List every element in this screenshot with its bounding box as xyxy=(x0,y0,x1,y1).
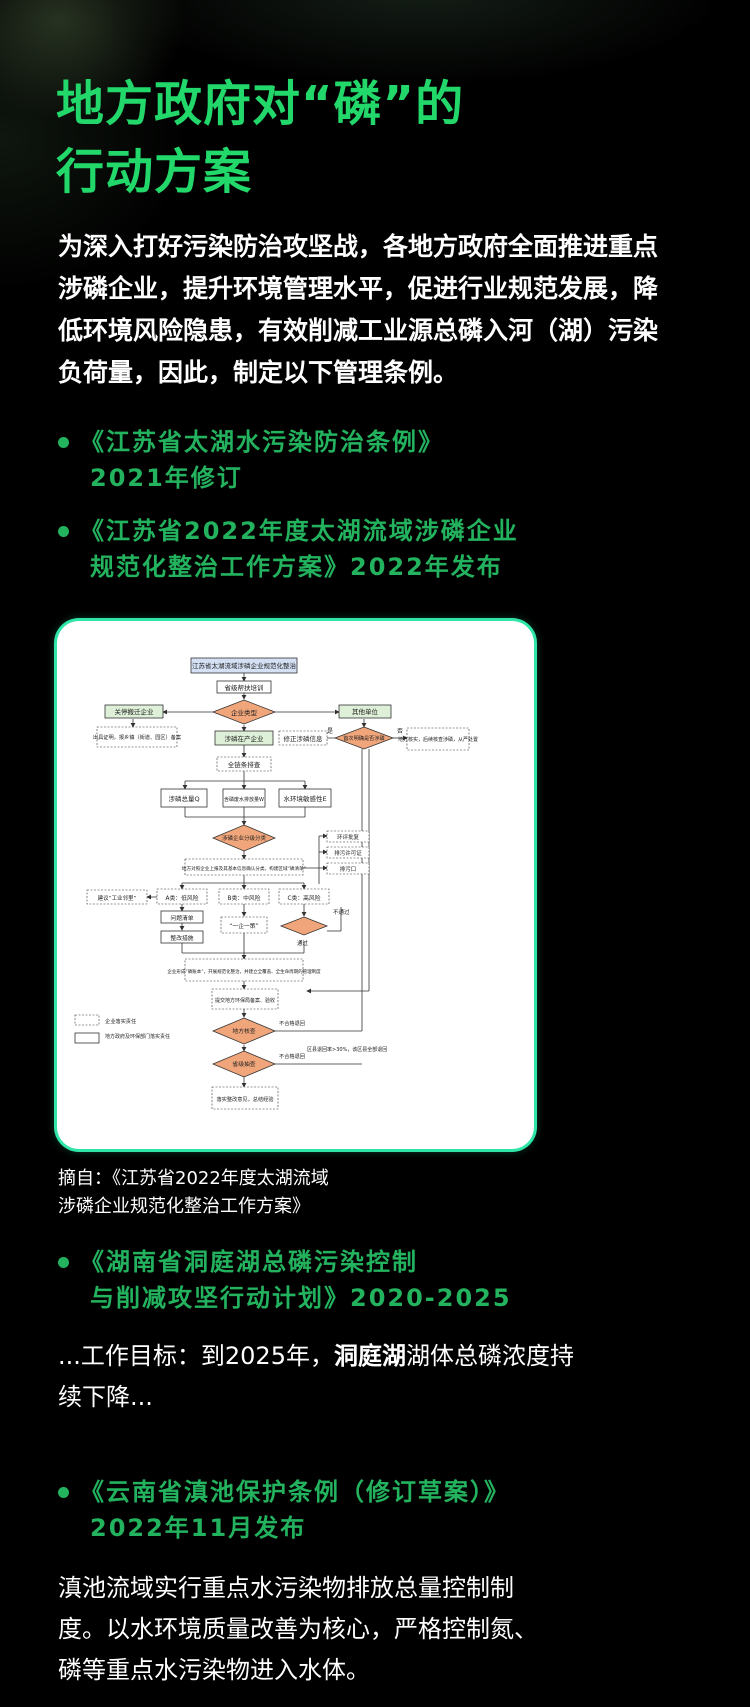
flow-finalize: 落实整改意见，总结经验 xyxy=(216,1095,274,1103)
flow-metric-w: 含磷废水排放量W xyxy=(224,796,264,803)
bullet-icon xyxy=(58,437,69,448)
flow-metric-e: 水环境敏感性E xyxy=(283,794,326,803)
flow-close-note: 出具证明，报乡镇（街道、园区）备案 xyxy=(93,733,182,741)
intro-paragraph: 为深入打好污染防治攻坚战，各地方政府全面推进重点涉磷企业，提升环境管理水平，促进… xyxy=(58,232,659,387)
law-subtitle: 规范化整治工作方案》2022年发布 xyxy=(90,553,503,581)
flow-unqualified-2: 不合格退回 xyxy=(279,1052,305,1060)
flow-discharge-permit: 排污许可证 xyxy=(334,849,362,857)
flowchart-card: 江苏省太湖流域涉磷企业规范化整治 省级帮扶培训 企业类型 关停搬迁企业 其他单位… xyxy=(57,621,534,1149)
flow-env-approval: 环评批复 xyxy=(337,833,360,841)
law-item-yunnan-dianchi: 《云南省滇池保护条例（修订草案）》 2022年11月发布 xyxy=(58,1474,510,1546)
flow-training: 省级帮扶培训 xyxy=(225,683,264,692)
law-title: 《江苏省太湖水污染防治条例》 xyxy=(80,428,444,456)
law-title: 《江苏省2022年度太湖流域涉磷企业 xyxy=(80,517,519,545)
bullet-icon xyxy=(58,526,69,537)
flow-other-units: 其他单位 xyxy=(352,707,379,716)
law-item-jiangsu-phosphorus-plan: 《江苏省2022年度太湖流域涉磷企业 规范化整治工作方案》2022年发布 xyxy=(58,513,519,585)
flow-return-rate: 区县退回率>30%，该区县全部退回 xyxy=(307,1046,387,1053)
dongting-lake-name: 洞庭湖 xyxy=(333,1342,406,1370)
law-title: 《云南省滇池保护条例（修订草案）》 xyxy=(80,1478,510,1506)
caption-line-1: 摘自：《江苏省2022年度太湖流域 xyxy=(58,1168,329,1189)
caption-line-2: 涉磷企业规范化整治工作方案》 xyxy=(58,1196,310,1217)
flow-class-c: C类：高风险 xyxy=(287,894,320,902)
flow-outlet: 排污口 xyxy=(340,865,357,873)
flow-class-b: B类：中风险 xyxy=(228,894,261,902)
flow-first-check: 首次明确是否涉磷 xyxy=(343,734,385,742)
flowchart-diagram: 江苏省太湖流域涉磷企业规范化整治 省级帮扶培训 企业类型 关停搬迁企业 其他单位… xyxy=(74,657,478,1110)
flow-yes: 是 xyxy=(327,728,333,735)
flow-unqualified-1: 不合格退回 xyxy=(279,1019,305,1027)
flow-fix-info: 修正涉磷信息 xyxy=(284,734,324,743)
bullet-icon xyxy=(58,1487,69,1498)
title-line-1: 地方政府对“磷”的 xyxy=(56,76,465,132)
flow-full-check: 全链条排查 xyxy=(228,760,261,769)
dongting-goal: ...工作目标：到2025年，洞庭湖湖体总磷浓度持续下降... xyxy=(58,1336,578,1418)
background-foliage xyxy=(0,0,750,330)
flow-class-a: A类：低风险 xyxy=(166,894,199,902)
flow-not-pass: 不通过 xyxy=(333,908,350,916)
flow-ledger: 企业形成“磷账本”，开展规范化整治，并建立全覆盖、全生命周期的管理制度 xyxy=(167,968,321,975)
title-line-2: 行动方案 xyxy=(56,144,253,200)
legend-gov: 地方政府及环保部门落实责任 xyxy=(105,1033,170,1040)
law-title: 《湖南省洞庭湖总磷污染控制 xyxy=(80,1248,418,1276)
flow-title: 江苏省太湖流域涉磷企业规范化整治 xyxy=(192,661,297,670)
dianchi-description: 滇池流域实行重点水污染物排放总量控制制度。以水环境质量改善为核心，严格控制氮、磷… xyxy=(58,1574,538,1684)
flow-issue-list: 问题清单 xyxy=(170,914,193,922)
dongting-goal-post: 湖体总磷浓度持续下降... xyxy=(58,1342,574,1411)
flow-classify: 涉磷企业分级分类 xyxy=(222,834,267,842)
law-item-hunan-dongting: 《湖南省洞庭湖总磷污染控制 与削减攻坚行动计划》2020-2025 xyxy=(58,1244,512,1316)
law-subtitle: 2022年11月发布 xyxy=(90,1514,307,1542)
legend-company: 企业落实责任 xyxy=(105,1017,136,1025)
flow-close-move: 关停搬迁企业 xyxy=(115,707,155,716)
flow-suggest-park: 建议“工业邻里” xyxy=(98,894,137,902)
flow-metric-q: 涉磷总量Q xyxy=(168,794,199,803)
flow-producing: 涉磷在产企业 xyxy=(225,734,265,743)
flow-rectify: 整改措施 xyxy=(170,934,193,942)
flow-local-verify: 地方核实，后续核查涉磷，从严处置 xyxy=(398,736,478,743)
flow-confirm: 地方对照企业上报及其基本信息确认分类，构建区域“磷清单” xyxy=(182,865,306,872)
figure-caption: 摘自：《江苏省2022年度太湖流域 涉磷企业规范化整治工作方案》 xyxy=(58,1165,478,1221)
dongting-goal-pre: ...工作目标：到2025年， xyxy=(58,1342,334,1370)
flow-pass: 通过 xyxy=(297,939,309,947)
flow-no: 否 xyxy=(397,728,403,735)
flow-province-check: 省级抽查 xyxy=(232,1060,255,1068)
flow-one-policy: “一企一策” xyxy=(229,922,258,930)
flow-local-review: 地方核查 xyxy=(232,1027,255,1035)
page-title: 地方政府对“磷”的 行动方案 xyxy=(56,70,464,206)
law-item-jiangsu-taihu: 《江苏省太湖水污染防治条例》 2021年修订 xyxy=(58,424,444,496)
flow-submit: 提交地方环保局备案、验收 xyxy=(215,997,275,1004)
bullet-icon xyxy=(58,1257,69,1268)
law-subtitle: 2021年修订 xyxy=(90,464,243,492)
law-subtitle: 与削减攻坚行动计划》2020-2025 xyxy=(90,1284,512,1312)
flow-decision-type: 企业类型 xyxy=(231,708,258,717)
